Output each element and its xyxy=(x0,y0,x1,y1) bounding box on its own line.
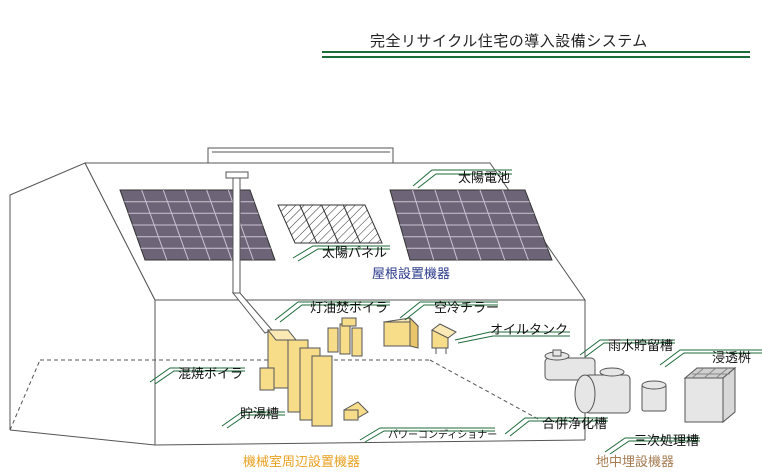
label-hot-water-tank: 貯湯槽 xyxy=(240,407,279,422)
leader-solar-battery xyxy=(412,169,512,189)
label-tertiary-tank: 三次処理槽 xyxy=(634,433,699,449)
tertiary-tank xyxy=(641,380,667,412)
kerosene-boiler xyxy=(327,317,363,357)
label-underground-equipment: 地中埋設機器 xyxy=(596,454,674,470)
leader-tertiary-tank xyxy=(604,437,700,455)
label-roof-equipment: 屋根設置機器 xyxy=(372,266,450,282)
rainwater-tank xyxy=(544,349,596,381)
label-power-conditioner: パワーコンディショナー xyxy=(388,428,497,441)
solar-thermal-panel xyxy=(277,204,383,244)
label-infiltration-basin: 浸透桝 xyxy=(712,350,751,366)
label-solar-panel: 太陽パネル xyxy=(322,246,387,261)
labels: 太陽電池 太陽パネル 屋根設置機器 灯油焚ボイラ 空冷チラー オイルタンク 混焼… xyxy=(178,171,751,470)
hot-water-tank xyxy=(266,329,333,427)
oil-tank xyxy=(431,323,457,354)
label-solar-battery: 太陽電池 xyxy=(458,171,510,186)
leader-rainwater-tank xyxy=(579,339,675,358)
label-mixed-boiler: 混焼ボイラ xyxy=(178,367,243,382)
label-kerosene-boiler: 灯油焚ボイラ xyxy=(310,301,388,316)
label-septic-tank: 合併浄化槽 xyxy=(542,417,607,432)
air-chiller xyxy=(382,316,420,349)
leader-kerosene-boiler xyxy=(274,301,390,323)
leader-mixed-boiler xyxy=(149,367,245,385)
label-rainwater-tank: 雨水貯留槽 xyxy=(608,339,673,354)
leader-septic-tank xyxy=(504,417,608,437)
callout-leaders xyxy=(149,169,762,455)
leader-oil-tank xyxy=(454,331,570,344)
power-conditioner xyxy=(343,401,369,421)
septic-tank xyxy=(574,367,631,414)
label-machine-room-equipment: 機械室周辺設置機器 xyxy=(243,454,360,470)
solar-array-right xyxy=(389,189,553,261)
infiltration-basin xyxy=(683,366,737,424)
leader-hot-water-tank xyxy=(221,411,285,429)
mixed-boiler xyxy=(259,329,289,391)
label-oil-tank: オイルタンク xyxy=(490,323,568,338)
solar-array-left xyxy=(119,189,276,261)
label-air-chiller: 空冷チラー xyxy=(434,301,499,316)
leader-infiltration-basin xyxy=(659,349,762,368)
leader-power-conditioner xyxy=(359,427,495,443)
leader-air-chiller xyxy=(399,301,498,321)
leader-solar-panel xyxy=(292,245,390,262)
page-title: 完全リサイクル住宅の導入設備システム xyxy=(370,32,648,50)
title-underline xyxy=(322,51,750,58)
